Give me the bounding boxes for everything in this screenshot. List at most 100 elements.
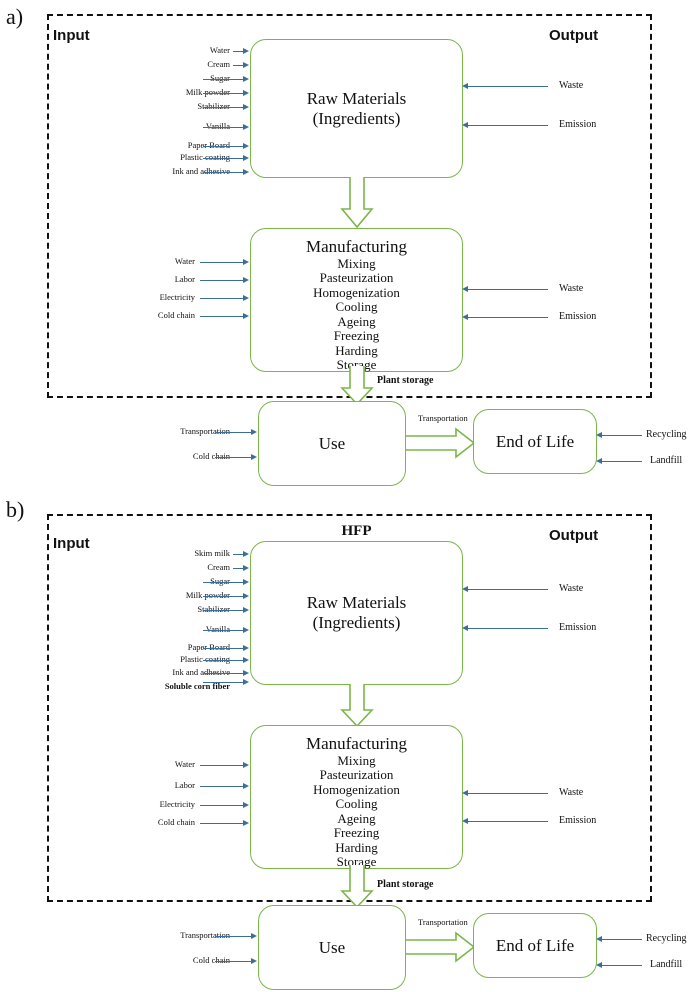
panel-b-rm-input-7-arrow-head	[243, 656, 249, 663]
panel-a-rm-input-3-label: Milk powder	[185, 87, 230, 97]
panel-a-rm-input-5-arrow-line	[203, 127, 244, 128]
panel-a-raw-materials-subtitle: (Ingredients)	[312, 108, 401, 128]
panel-b-mfg-step-2: Homogenization	[313, 781, 400, 797]
panel-a-plant-storage-label: Plant storage	[377, 375, 434, 386]
panel-b-mfg-input-1-arrow-head	[243, 782, 249, 789]
panel-a-mfg-output-0-label: Waste	[559, 283, 584, 294]
panel-b-rm-output-1-label: Emission	[559, 622, 597, 633]
panel-b-rm-input-1-label: Cream	[207, 562, 230, 572]
panel-b-mfg-input-1-arrow-line	[200, 786, 244, 787]
panel-a-rm-input-3-arrow-line	[203, 93, 244, 94]
panel-b-eol-input-1-arrow-head	[596, 961, 602, 968]
panel-a-mfg-input-0-label: Water	[174, 256, 195, 266]
panel-b-rm-input-8-arrow-head	[243, 669, 249, 676]
panel-a-rm-input-4-arrow-line	[203, 107, 244, 108]
panel-b-mfg-input-0-arrow-head	[243, 761, 249, 768]
panel-b-rm-output-1-arrow-head	[462, 624, 468, 631]
panel-b-end-of-life-box: End of Life	[473, 913, 597, 978]
panel-b-use-box: Use	[258, 905, 406, 990]
panel-a-mfg-output-0-arrow-line	[468, 289, 548, 290]
panel-a-output-label: Output	[549, 27, 599, 44]
panel-b-mfg-to-use-arrow	[340, 865, 374, 909]
panel-b-rm-output-0-label: Waste	[559, 583, 584, 594]
panel-a-mfg-input-3-arrow-line	[200, 316, 244, 317]
panel-a-rm-input-5-label: Vanilla	[205, 121, 230, 131]
panel-b-mfg-output-1-arrow-head	[462, 817, 468, 824]
panel-a-rm-input-8-arrow-head	[243, 168, 249, 175]
panel-b-rm-input-5-arrow-line	[203, 630, 244, 631]
panel-a-eol-input-1-arrow-line	[602, 461, 642, 462]
panel-a-mfg-step-1: Pasteurization	[319, 270, 394, 286]
panel-b-raw-materials-box: Raw Materials (Ingredients)	[250, 541, 463, 685]
panel-a-mfg-to-use-arrow	[340, 366, 374, 406]
panel-b-rm-input-2-label: Sugar	[210, 576, 230, 586]
panel-a-rm-input-2-arrow-line	[203, 79, 244, 80]
panel-a-mfg-input-2-label: Electricity	[159, 292, 195, 302]
panel-b-rm-input-2-arrow-line	[203, 582, 244, 583]
panel-b-mfg-input-3-label: Cold chain	[157, 817, 195, 827]
panel-a-mfg-step-6: Harding	[335, 342, 378, 358]
panel-b-rm-input-4-arrow-line	[203, 610, 244, 611]
panel-b-eol-input-0-label: Recycling	[646, 933, 687, 944]
panel-a-rm-output-0-arrow-head	[462, 82, 468, 89]
panel-b-rm-input-8-arrow-line	[203, 673, 244, 674]
panel-a-mfg-output-0-arrow-head	[462, 285, 468, 292]
panel-b-use-input-0-arrow-head	[251, 932, 257, 939]
panel-a-rm-output-1-label: Emission	[559, 119, 597, 130]
panel-b-mfg-input-2-arrow-line	[200, 805, 244, 806]
panel-a-use-title: Use	[318, 433, 346, 453]
panel-a-rm-output-1-arrow-head	[462, 121, 468, 128]
panel-b-mfg-step-3: Cooling	[335, 796, 378, 812]
panel-a-letter: a)	[6, 4, 24, 29]
panel-b-rm-input-7-label: Plastic coating	[180, 654, 230, 664]
panel-b-use-input-1-label: Cold chain	[192, 955, 230, 965]
panel-a-mfg-output-1-arrow-head	[462, 313, 468, 320]
panel-a-manufacturing-box: Manufacturing Mixing Pasteurization Homo…	[250, 228, 463, 372]
panel-a-mfg-step-4: Ageing	[337, 313, 376, 329]
panel-b-rm-input-9-arrow-line	[203, 682, 244, 683]
panel-a-rm-input-1-label: Cream	[207, 59, 230, 69]
panel-b-mfg-output-1-arrow-line	[468, 821, 548, 822]
panel-b-input-label: Input	[53, 535, 90, 552]
panel-a-end-of-life-box: End of Life	[473, 409, 597, 474]
panel-b-rm-input-4-label: Stabilizer	[197, 604, 230, 614]
panel-a-rm-input-5-arrow-head	[243, 123, 249, 130]
panel-b-mfg-step-7: Storage	[336, 854, 377, 870]
panel-a-rm-input-2-arrow-head	[243, 75, 249, 82]
panel-b-eol-input-1-arrow-line	[602, 965, 642, 966]
panel-b-plant-storage-label: Plant storage	[377, 879, 434, 890]
panel-b-hfp-label: HFP	[341, 523, 372, 539]
panel-b-rm-input-0-label: Skim milk	[194, 548, 230, 558]
panel-b-mfg-output-1-label: Emission	[559, 815, 597, 826]
panel-b-use-input-0-arrow-line	[215, 936, 252, 937]
panel-b-mfg-input-0-label: Water	[174, 759, 195, 769]
panel-a-rm-input-2-label: Sugar	[210, 73, 230, 83]
panel-b-mfg-step-1: Pasteurization	[319, 767, 394, 783]
panel-a-mfg-step-2: Homogenization	[313, 284, 400, 300]
panel-b-manufacturing-box: Manufacturing Mixing Pasteurization Homo…	[250, 725, 463, 869]
panel-b-rm-input-1-arrow-head	[243, 564, 249, 571]
panel-b-system-boundary	[47, 514, 652, 902]
panel-b-rm-input-1-arrow-line	[233, 568, 244, 569]
panel-b-end-of-life-title: End of Life	[495, 935, 575, 955]
panel-a-rm-output-0-arrow-line	[468, 86, 548, 87]
panel-a-rm-output-1-arrow-line	[468, 125, 548, 126]
panel-a-manufacturing-title: Manufacturing	[305, 237, 408, 256]
panel-b-rm-input-2-arrow-head	[243, 578, 249, 585]
panel-b-rm-input-9-label: Soluble corn fiber	[164, 681, 230, 691]
panel-b-mfg-input-2-label: Electricity	[159, 799, 195, 809]
panel-a-rm-input-0-arrow-line	[233, 51, 244, 52]
panel-b-mfg-output-0-label: Waste	[559, 787, 584, 798]
panel-b-rm-input-6-arrow-line	[203, 648, 244, 649]
panel-b-rm-output-0-arrow-line	[468, 589, 548, 590]
panel-b-rm-input-9-arrow-head	[243, 678, 249, 685]
panel-b-mfg-input-1-label: Labor	[174, 780, 195, 790]
panel-b-rm-input-7-arrow-line	[203, 660, 244, 661]
panel-a-rm-output-0-label: Waste	[559, 80, 584, 91]
panel-b-output-label: Output	[549, 527, 599, 544]
panel-a-mfg-step-0: Mixing	[337, 255, 376, 271]
panel-a-mfg-input-3-label: Cold chain	[157, 310, 195, 320]
panel-b-rm-input-3-arrow-head	[243, 592, 249, 599]
panel-a-rm-input-0-arrow-head	[243, 47, 249, 54]
